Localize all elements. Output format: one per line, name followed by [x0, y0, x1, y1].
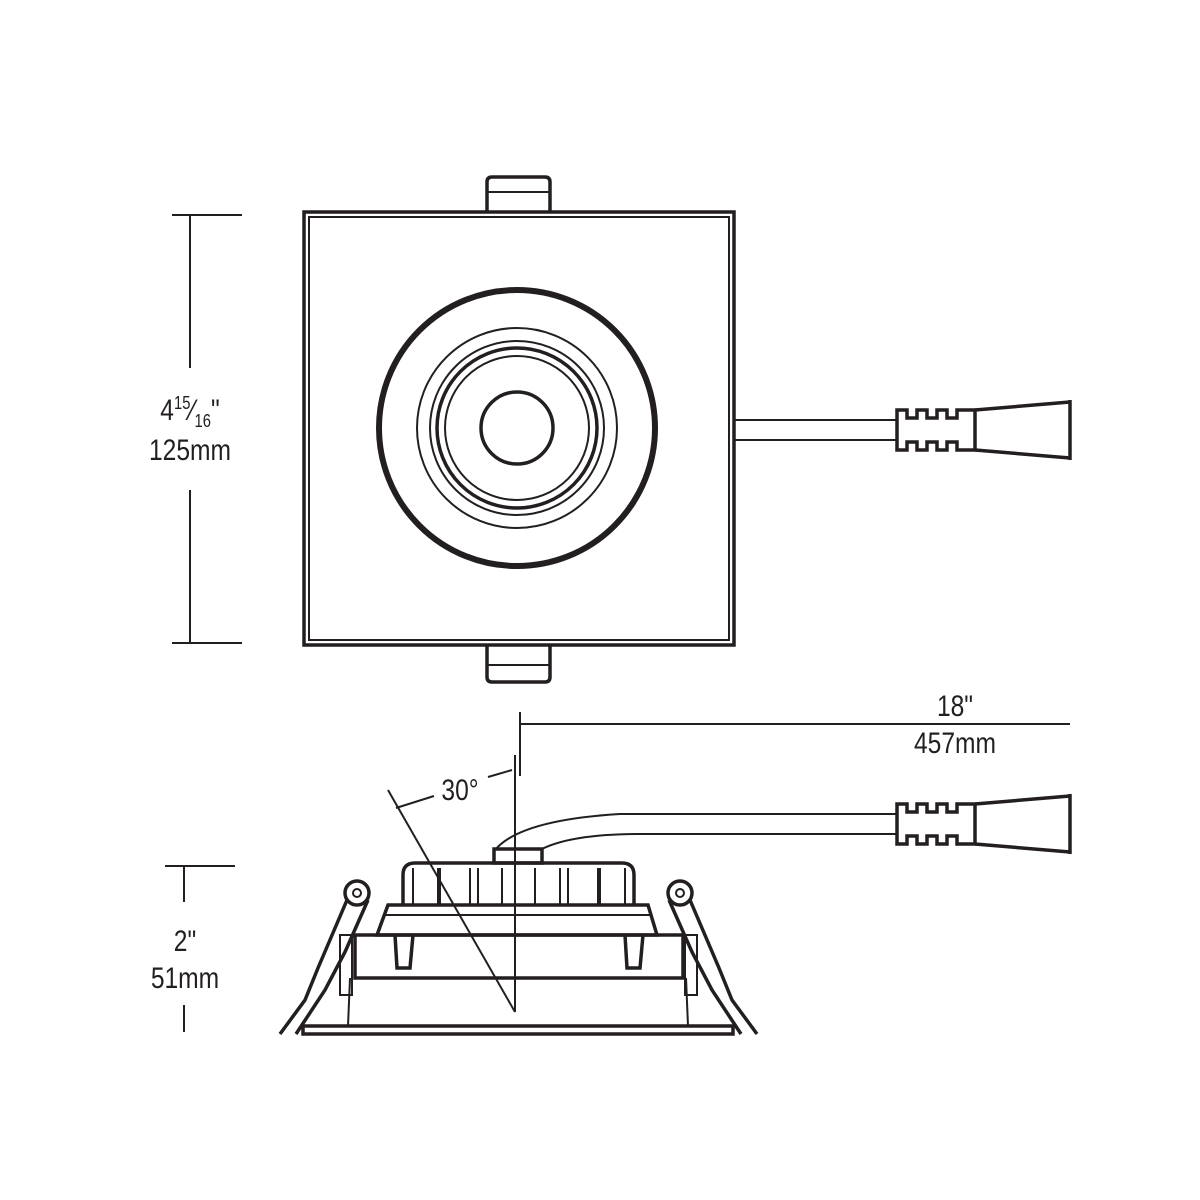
height-metric-label: 125mm [148, 434, 232, 467]
bezel-ring [376, 287, 658, 569]
cable-length-imperial-label: 18" [936, 690, 974, 723]
depth-metric-label: 51mm [150, 962, 220, 995]
top-view [172, 175, 1072, 684]
right-spring-clip [666, 879, 759, 1036]
cable-length-metric-label: 457mm [913, 727, 997, 760]
trim-square-outer [302, 210, 736, 647]
tilt-angle-label: 30° [441, 774, 479, 807]
bottom-tab [485, 645, 552, 684]
connector-icon [895, 398, 1072, 462]
led-lens [479, 390, 555, 466]
trim-square-inner [308, 216, 730, 641]
connector-icon-side [895, 792, 1072, 856]
depth-imperial-label: 2" [173, 925, 197, 958]
left-spring-clip [278, 879, 371, 1036]
side-view [165, 712, 1072, 1036]
height-imperial-label: 415⁄16" [160, 393, 220, 431]
top-tab [485, 175, 552, 212]
